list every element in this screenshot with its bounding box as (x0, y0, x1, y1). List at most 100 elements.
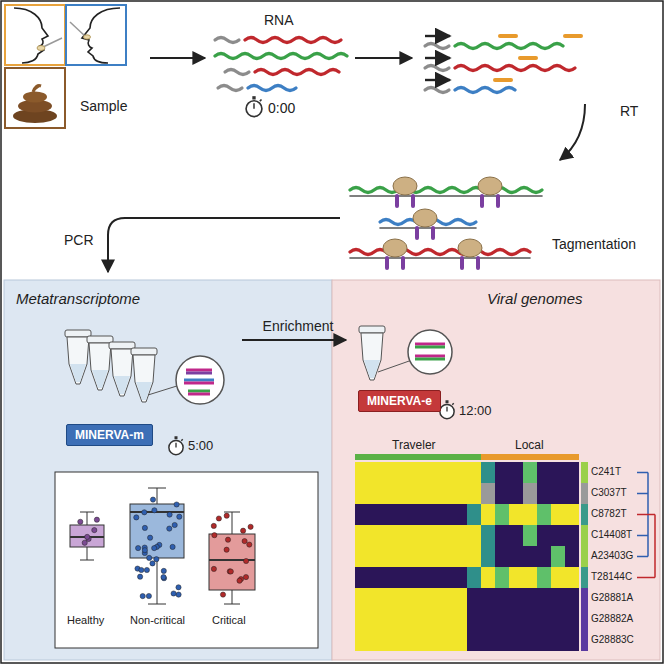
heat-cell (551, 483, 565, 504)
heat-cell (425, 588, 439, 609)
heat-cell (369, 588, 383, 609)
heat-cell (369, 567, 383, 588)
heat-cell (467, 567, 481, 588)
mutation-label: C8782T (591, 508, 627, 519)
row-swatch (581, 630, 588, 651)
heat-cell (383, 462, 397, 483)
data-point (152, 508, 157, 513)
heat-cell (355, 504, 369, 525)
heat-cell (425, 504, 439, 525)
data-point (227, 569, 232, 574)
heat-cell (537, 609, 551, 630)
panel-heading: Viral genomes (487, 290, 583, 307)
text-label: Local (515, 438, 544, 452)
row-swatch (581, 546, 588, 567)
data-point (174, 502, 179, 507)
row-swatch (581, 588, 588, 609)
heat-cell (369, 462, 383, 483)
data-point (247, 542, 252, 547)
heat-cell (523, 588, 537, 609)
heat-cell (551, 546, 565, 567)
heat-cell (397, 483, 411, 504)
heat-cell (369, 630, 383, 651)
heat-cell (383, 504, 397, 525)
heat-cell (551, 609, 565, 630)
data-point (220, 592, 225, 597)
heat-cell (467, 504, 481, 525)
heat-cell (481, 630, 495, 651)
text-label: Traveler (392, 438, 436, 452)
heat-cell (509, 588, 523, 609)
text-label: Sample (80, 98, 127, 114)
heat-cell (397, 609, 411, 630)
text-label: Tagmentation (552, 236, 636, 252)
data-point (176, 592, 181, 597)
heat-cell (523, 567, 537, 588)
heat-cell (439, 630, 453, 651)
data-point (138, 574, 143, 579)
edge-label: Enrichment (263, 318, 334, 334)
heat-cell (411, 609, 425, 630)
data-point (177, 514, 182, 519)
heat-cell (411, 483, 425, 504)
heat-cell (355, 546, 369, 567)
heat-cell (523, 483, 537, 504)
heat-cell (439, 525, 453, 546)
text-label: PCR (64, 232, 94, 248)
mutation-label: T28144C (591, 571, 632, 582)
heat-cell (481, 462, 495, 483)
heat-cell (467, 609, 481, 630)
heat-cell (397, 504, 411, 525)
heat-cell (551, 630, 565, 651)
heat-cell (369, 504, 383, 525)
data-point (167, 512, 172, 517)
heat-cell (467, 630, 481, 651)
heat-cell (481, 546, 495, 567)
data-point (176, 585, 181, 590)
method-tag: MINERVA-m (66, 424, 153, 446)
heat-cell (481, 525, 495, 546)
heat-cell (565, 609, 579, 630)
heat-cell (565, 483, 579, 504)
heat-cell (383, 609, 397, 630)
heat-cell (509, 504, 523, 525)
heat-cell (453, 588, 467, 609)
heat-cell (397, 630, 411, 651)
heat-cell (355, 630, 369, 651)
heat-cell (439, 462, 453, 483)
heat-cell (411, 546, 425, 567)
heat-cell (369, 525, 383, 546)
heat-cell (439, 504, 453, 525)
data-point (225, 537, 230, 542)
heat-cell (523, 609, 537, 630)
heat-cell (425, 462, 439, 483)
heat-cell (551, 462, 565, 483)
heat-cell (453, 483, 467, 504)
heat-cell (551, 504, 565, 525)
heat-cell (453, 567, 467, 588)
data-point (228, 569, 233, 574)
heat-cell (509, 546, 523, 567)
heat-cell (467, 483, 481, 504)
data-point (144, 567, 149, 572)
row-swatch (581, 567, 588, 588)
heat-cell (495, 504, 509, 525)
data-point (170, 544, 175, 549)
heat-cell (453, 546, 467, 567)
data-point (224, 513, 229, 518)
text-label: Non-critical (130, 614, 185, 626)
heat-cell (439, 546, 453, 567)
heat-cell (565, 567, 579, 588)
heat-cell (355, 525, 369, 546)
row-swatch (581, 609, 588, 630)
row-swatch (581, 462, 588, 483)
heat-cell (565, 630, 579, 651)
heat-cell (537, 630, 551, 651)
data-point (146, 593, 151, 598)
heat-cell (495, 546, 509, 567)
data-point (161, 568, 166, 573)
heat-cell (481, 504, 495, 525)
mutation-label: C241T (591, 466, 621, 477)
heat-cell (467, 525, 481, 546)
